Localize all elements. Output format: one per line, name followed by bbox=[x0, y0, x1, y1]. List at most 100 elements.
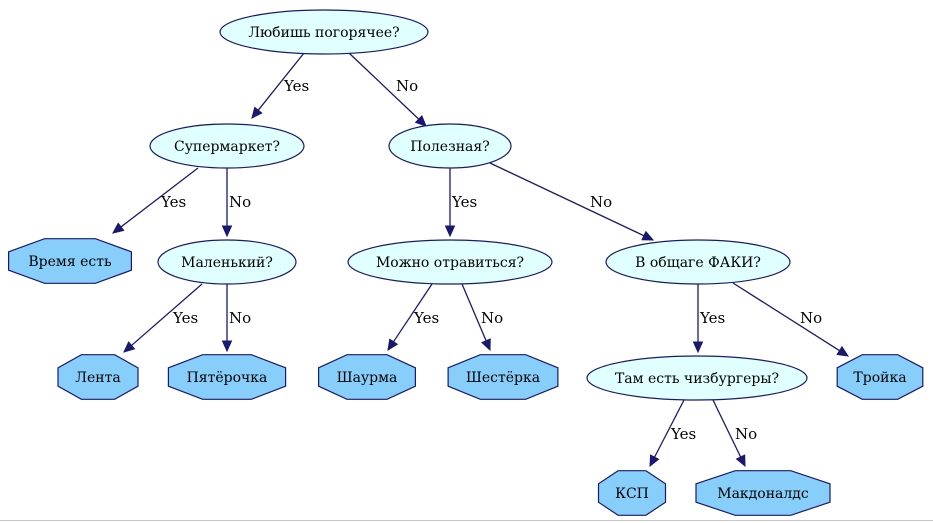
question-node-ellipse bbox=[605, 239, 791, 285]
question-node-ellipse bbox=[388, 123, 512, 169]
node-lenta: Лента bbox=[57, 354, 139, 400]
edge-root-useful: No bbox=[348, 52, 427, 127]
edge-line bbox=[489, 162, 645, 237]
node-label: Полезная? bbox=[410, 139, 489, 155]
edge-root-supermarket: Yes bbox=[251, 52, 309, 119]
edge-line bbox=[712, 399, 742, 458]
arrowhead-icon bbox=[387, 338, 399, 352]
answer-node-octagon bbox=[695, 470, 831, 516]
edge-label: Yes bbox=[670, 425, 696, 443]
question-node-ellipse bbox=[149, 123, 305, 169]
node-label: Шестёрка bbox=[466, 370, 540, 386]
edge-label: Yes bbox=[413, 309, 439, 327]
edge-cheeseburgers-ksp: Yes bbox=[649, 399, 696, 468]
question-node-ellipse bbox=[586, 355, 808, 401]
arrowhead-icon bbox=[444, 225, 456, 238]
question-node-ellipse bbox=[219, 9, 429, 55]
edge-small-lenta: Yes bbox=[123, 283, 203, 353]
node-troyka: Тройка bbox=[836, 354, 924, 400]
arrowhead-icon bbox=[251, 106, 263, 119]
edge-line bbox=[654, 399, 685, 458]
arrowhead-icon bbox=[735, 454, 746, 468]
node-label: Лента bbox=[75, 370, 120, 386]
node-ksp: КСП bbox=[597, 470, 667, 516]
node-root: Любишь погорячее? bbox=[219, 9, 429, 55]
edge-line bbox=[120, 167, 199, 228]
edge-label: Yes bbox=[699, 309, 725, 327]
node-mcdonalds: Макдоналдс bbox=[695, 470, 831, 516]
node-cheeseburgers: Там есть чизбургеры? bbox=[586, 355, 808, 401]
arrowhead-icon bbox=[692, 341, 704, 354]
edge-small-pyaterochka: No bbox=[221, 284, 251, 353]
answer-node-octagon bbox=[318, 354, 416, 400]
edge-line bbox=[257, 52, 305, 111]
edge-label: Yes bbox=[160, 193, 186, 211]
arrowhead-icon bbox=[481, 338, 491, 352]
edge-label: No bbox=[735, 425, 757, 443]
node-label: Макдоналдс bbox=[717, 486, 809, 502]
arrowhead-icon bbox=[649, 454, 660, 468]
edge-line bbox=[393, 283, 433, 343]
edge-label: No bbox=[590, 193, 612, 211]
edge-label: Yes bbox=[172, 309, 198, 327]
edge-faki-cheeseburgers: Yes bbox=[692, 284, 725, 354]
node-poison: Можно отравиться? bbox=[347, 239, 553, 285]
node-pyaterochka: Пятёрочка bbox=[167, 354, 287, 400]
edge-label: No bbox=[229, 309, 251, 327]
arrowhead-icon bbox=[221, 225, 233, 238]
question-node-ellipse bbox=[347, 239, 553, 285]
edge-line bbox=[131, 283, 203, 346]
node-small: Маленький? bbox=[157, 239, 297, 285]
node-label: Пятёрочка bbox=[187, 370, 268, 386]
answer-node-octagon bbox=[167, 354, 287, 400]
answer-node-octagon bbox=[57, 354, 139, 400]
arrowhead-icon bbox=[112, 222, 125, 234]
node-label: Там есть чизбургеры? bbox=[615, 371, 779, 387]
edge-supermarket-small: No bbox=[221, 168, 251, 238]
edge-faki-troyka: No bbox=[732, 282, 850, 357]
edge-label: No bbox=[229, 193, 251, 211]
node-label: В общаге ФАКИ? bbox=[635, 255, 761, 271]
edge-useful-faki: No bbox=[489, 162, 655, 241]
edge-poison-shaurma: Yes bbox=[387, 283, 439, 352]
arrowhead-icon bbox=[641, 230, 655, 241]
node-label: Время есть bbox=[28, 254, 112, 270]
edge-cheeseburgers-mcdonalds: No bbox=[712, 399, 757, 468]
edge-label: No bbox=[396, 77, 418, 95]
node-label: Можно отравиться? bbox=[376, 255, 524, 271]
node-label: КСП bbox=[615, 486, 649, 502]
node-time: Время есть bbox=[8, 238, 132, 284]
edge-label: No bbox=[800, 309, 822, 327]
bottom-divider bbox=[0, 520, 933, 521]
node-useful: Полезная? bbox=[388, 123, 512, 169]
node-label: Любишь погорячее? bbox=[248, 25, 399, 41]
edge-label: Yes bbox=[451, 193, 477, 211]
arrowhead-icon bbox=[414, 114, 427, 127]
node-faki: В общаге ФАКИ? bbox=[605, 239, 791, 285]
node-supermarket: Супермаркет? bbox=[149, 123, 305, 169]
node-label: Тройка bbox=[853, 370, 906, 386]
arrowhead-icon bbox=[836, 345, 850, 357]
edge-line bbox=[461, 283, 487, 342]
arrowhead-icon bbox=[123, 341, 136, 353]
answer-node-octagon bbox=[8, 238, 132, 284]
edge-line bbox=[348, 52, 420, 120]
arrowhead-icon bbox=[221, 340, 233, 353]
edge-label: Yes bbox=[283, 77, 309, 95]
node-label: Супермаркет? bbox=[174, 139, 280, 155]
edge-label: No bbox=[481, 309, 503, 327]
answer-node-octagon bbox=[447, 354, 559, 400]
question-node-ellipse bbox=[157, 239, 297, 285]
node-shesterka: Шестёрка bbox=[447, 354, 559, 400]
answer-node-octagon bbox=[836, 354, 924, 400]
node-label: Шаурма bbox=[337, 370, 398, 386]
edge-line bbox=[732, 282, 840, 352]
edge-useful-poison: Yes bbox=[444, 168, 477, 238]
answer-node-octagon bbox=[597, 470, 667, 516]
edge-supermarket-time: Yes bbox=[112, 167, 199, 234]
edge-poison-shesterka: No bbox=[461, 283, 503, 352]
node-shaurma: Шаурма bbox=[318, 354, 416, 400]
nodes-layer: Любишь погорячее? Супермаркет? Полезная? Вр… bbox=[8, 9, 924, 516]
